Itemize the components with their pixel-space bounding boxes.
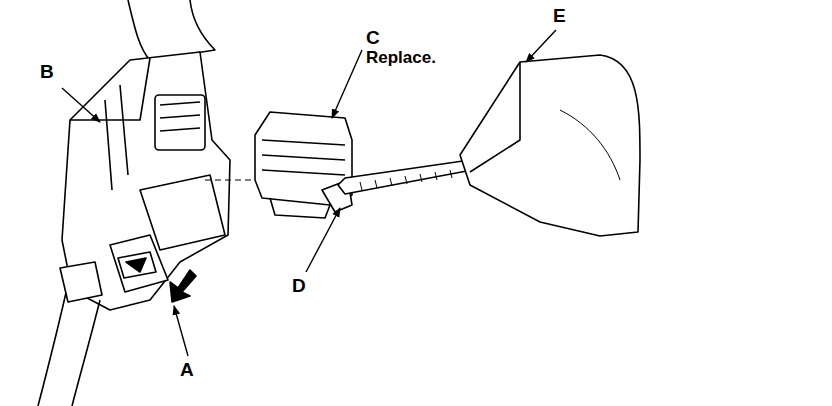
callout-letter: C (366, 28, 380, 49)
note-text: Replace. (366, 49, 436, 68)
callout-letter: B (40, 62, 54, 83)
callout-letter: E (553, 6, 566, 27)
callout-letter: D (292, 276, 306, 297)
callout-letter: A (180, 360, 194, 381)
